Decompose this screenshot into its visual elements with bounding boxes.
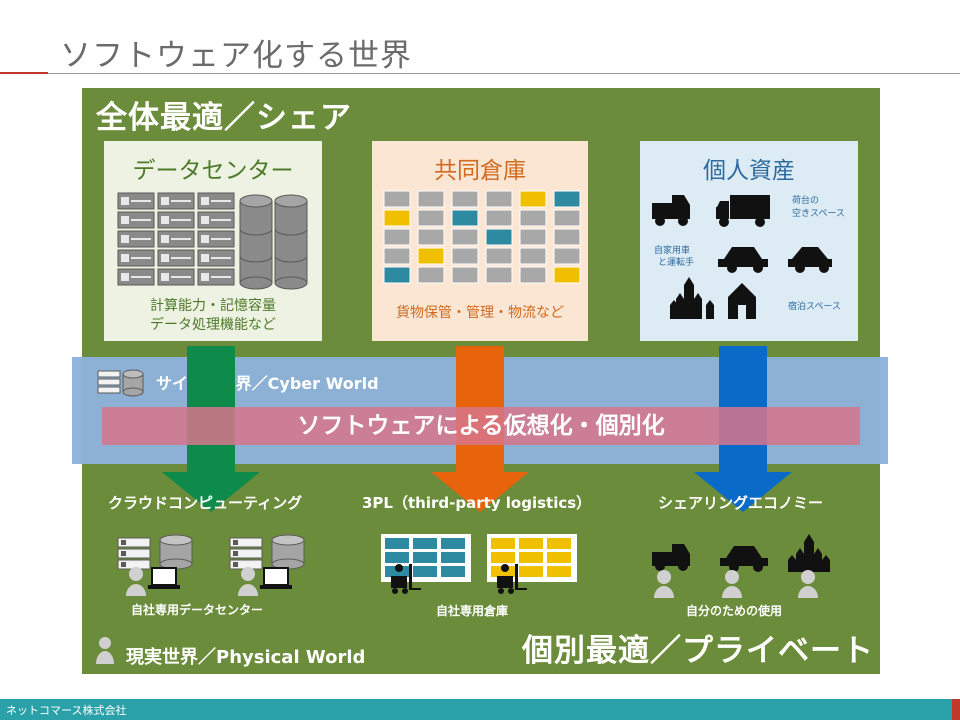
- sharing-truck-icon: [652, 544, 690, 571]
- house-icon: [728, 283, 756, 319]
- datacenter-servers-icon: [117, 192, 308, 290]
- warehouse-caption: 貨物保管・管理・物流など: [396, 305, 564, 321]
- cloud-computing-label: クラウドコンピューティング: [108, 494, 303, 512]
- castle-icon: [670, 277, 714, 319]
- car-label-line1: 自家用車: [654, 244, 690, 256]
- virtualization-label: ソフトウェアによる仮想化・個別化: [297, 413, 665, 439]
- datacenter-box: データセンター 計算能力・記憶容量 データ処理機能など: [104, 141, 322, 341]
- datacenter-caption-line2: データ処理機能など: [150, 317, 276, 333]
- person-icon-sharing-3: [798, 570, 818, 598]
- bottom-heading: 個別最適／プライベート: [522, 633, 874, 669]
- personal-assets-box: 個人資産 荷台の 空きスペース 自家用車 と運転手: [640, 141, 858, 341]
- title-underline-accent: [0, 72, 48, 74]
- datacenter-caption: 計算能力・記憶容量 データ処理機能など: [104, 297, 322, 335]
- sharing-caption: 自分のための使用: [686, 604, 783, 618]
- warehouse-grid-icon: [383, 190, 581, 284]
- sharing-castle-icon: [788, 534, 830, 572]
- personal-assets-icons: 荷台の 空きスペース 自家用車 と運転手 宿泊スペース: [652, 194, 845, 319]
- footer-accent: [952, 699, 960, 720]
- title-underline: [48, 73, 960, 74]
- cargo-label-line1: 荷台の: [792, 194, 819, 206]
- sharing-car-icon: [720, 546, 768, 572]
- third-party-logistics-label: 3PL（third-party logistics）: [362, 494, 592, 512]
- physical-world-label: 現実世界／Physical World: [126, 647, 366, 668]
- cargo-label-line2: 空きスペース: [792, 207, 845, 219]
- virtualization-bar: [102, 407, 860, 445]
- server-database-icon: [97, 369, 144, 397]
- datacenter-caption-line1: 計算能力・記憶容量: [150, 298, 276, 314]
- personal-assets-title: 個人資産: [703, 158, 795, 184]
- compact-car-icon: [788, 247, 832, 273]
- person-icon: [96, 637, 114, 664]
- sharing-economy-label: シェアリングエコノミー: [658, 494, 824, 512]
- top-heading: 全体最適／シェア: [96, 100, 352, 136]
- warehouse-title: 共同倉庫: [434, 158, 526, 184]
- datacenter-title: データセンター: [132, 158, 294, 184]
- logistics-caption: 自社専用倉庫: [436, 604, 509, 618]
- box-truck-icon: [716, 195, 770, 227]
- sedan-icon: [718, 247, 768, 273]
- person-icon-sharing-1: [654, 570, 674, 598]
- blue-arrow: [694, 346, 792, 512]
- footer-company: ネットコマース株式会社: [6, 704, 127, 717]
- person-icon-sharing-2: [722, 570, 742, 598]
- slide-title: ソフトウェア化する世界: [60, 38, 412, 74]
- lodging-label: 宿泊スペース: [788, 300, 841, 312]
- pickup-truck-icon: [652, 195, 690, 226]
- warehouse-box: 共同倉庫 貨物保管・管理・物流など: [372, 141, 588, 341]
- car-label-line2: と運転手: [658, 256, 694, 268]
- footer-bar: [0, 699, 952, 720]
- cloud-caption: 自社専用データセンター: [131, 603, 264, 617]
